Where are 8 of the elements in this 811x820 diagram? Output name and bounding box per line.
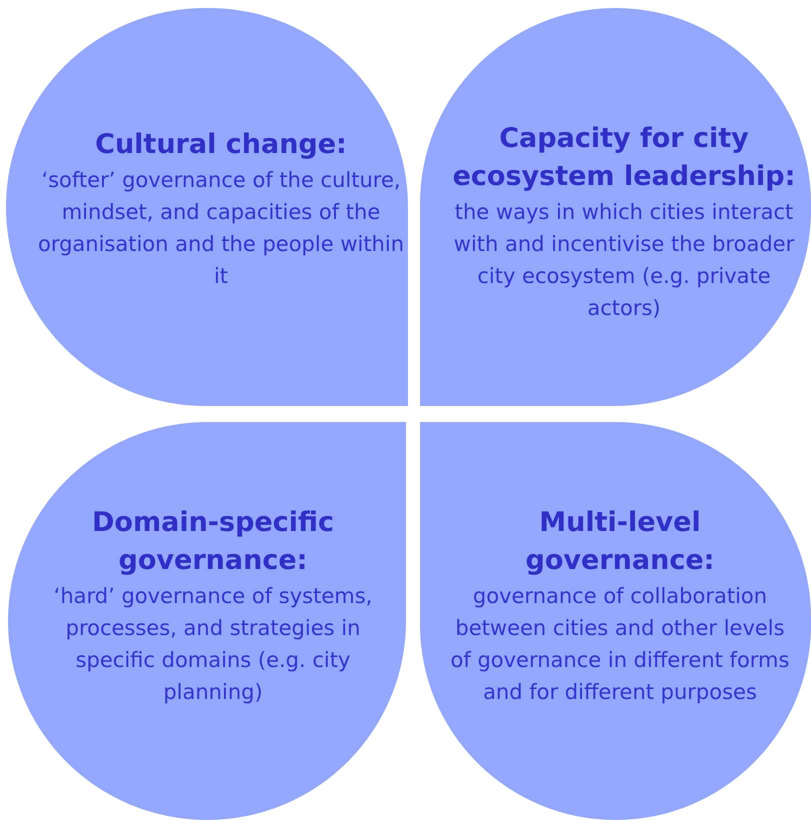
heading: Domain-specific governance: — [91, 506, 335, 578]
description: ‘softer’ governance of the culture, mindset, and capacities of the organisation and the people within it — [36, 167, 406, 290]
description: ‘hard’ governance of systems, processes, and strategies in specific domains (e.g. city planning) — [52, 583, 374, 706]
heading: Multi-level governance: — [524, 506, 716, 578]
description: the ways in which cities interact with and incentivise the broader city ecosystem (e.g. private actors) — [452, 199, 796, 322]
heading: Capacity for city ecosystem leadership: — [452, 122, 796, 194]
description: governance of collaboration between cities and other levels of governance in different forms and for different purposes — [450, 583, 790, 706]
heading: Cultural change: — [94, 128, 348, 162]
